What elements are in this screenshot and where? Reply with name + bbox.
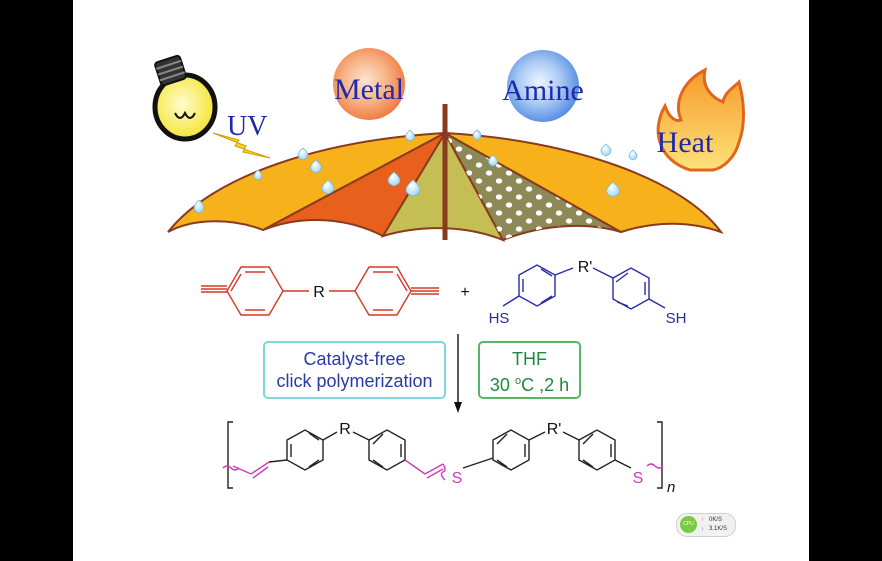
plus-sign: +	[460, 284, 469, 301]
flame-icon	[656, 67, 745, 172]
reaction-arrow	[454, 334, 462, 413]
umbrella-red-panel	[262, 130, 448, 238]
lightning-bolt-icon	[212, 132, 271, 159]
polymer-structure	[222, 421, 664, 489]
polymer-r-label: R	[339, 421, 351, 438]
solvent-label: THF	[512, 349, 547, 369]
catalyst-line2: click polymerization	[276, 371, 433, 391]
umbrella-right-panel	[444, 132, 724, 235]
catalyst-line1: Catalyst-free	[303, 349, 406, 369]
umbrella	[167, 104, 724, 242]
temperature-time-label: 30 oC ,2 h	[489, 375, 570, 395]
polymer-repeat-n: n	[667, 479, 675, 496]
monomer1-r-label: R	[313, 284, 325, 301]
monomer-dialkyne	[201, 266, 439, 316]
conditions-solvent-box: THF 30 oC ,2 h	[478, 341, 581, 399]
figure-canvas: UV Metal Amine Heat R +	[73, 0, 809, 561]
polymer-rprime-label: R'	[547, 421, 562, 438]
metal-label: Metal	[334, 73, 404, 106]
scheme-graphic: UV Metal Amine Heat R +	[152, 48, 745, 496]
polymer-sulfur-2: S	[633, 470, 644, 487]
umbrella-left-panel	[167, 132, 446, 233]
monomer2-rprime-label: R'	[578, 259, 593, 276]
polymer-sulfur-1: S	[452, 470, 463, 487]
metal-sphere	[333, 48, 405, 120]
amine-sphere	[507, 50, 579, 122]
water-drops	[193, 129, 638, 214]
monomer-dithiol	[502, 264, 666, 310]
uv-label: UV	[227, 111, 267, 142]
network-speed-widget[interactable]: CPU ↑0K/S ↓3.1K/S	[676, 513, 736, 537]
cpu-indicator: CPU	[680, 516, 697, 533]
conditions-catalyst-box: Catalyst-free click polymerization	[263, 341, 446, 399]
light-bulb-icon	[152, 54, 218, 142]
heat-label: Heat	[657, 126, 714, 159]
amine-label: Amine	[502, 74, 584, 107]
thiol-right-label: SH	[666, 310, 687, 327]
thiol-left-label: HS	[489, 310, 510, 327]
